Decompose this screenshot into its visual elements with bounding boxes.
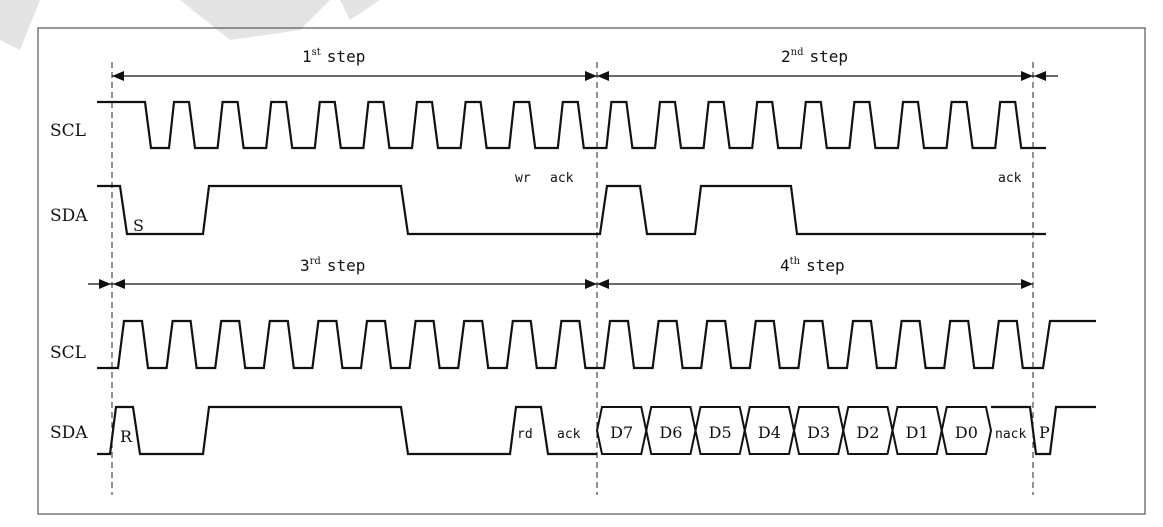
data-bit-label: D5 xyxy=(709,423,732,442)
ack-label-step2: ack xyxy=(998,171,1022,186)
restart-condition-label: R xyxy=(120,427,133,446)
bottom-scl-label: SCL xyxy=(50,343,86,363)
data-bit-label: D3 xyxy=(807,423,830,442)
ack-label-step1: ack xyxy=(550,171,574,186)
data-bit-label: D7 xyxy=(610,423,633,442)
read-bit-label: rd xyxy=(517,427,533,442)
watermark-shape xyxy=(0,0,40,50)
data-bit-label: D2 xyxy=(856,423,879,442)
diagram-frame xyxy=(37,27,1146,515)
start-condition-label: S xyxy=(133,216,144,235)
bottom-sda-label: SDA xyxy=(50,423,88,443)
top-sda-label: SDA xyxy=(50,206,88,226)
bottom-scl-waveform xyxy=(97,319,1096,370)
top-scl-waveform xyxy=(97,100,1046,150)
write-bit-label: wr xyxy=(515,171,531,186)
top-scl-label: SCL xyxy=(50,121,86,141)
step-1-arrow xyxy=(112,71,597,81)
nack-label: nack xyxy=(995,427,1026,442)
stop-condition-label: P xyxy=(1039,423,1050,442)
top-sda-waveform xyxy=(97,184,1046,236)
bottom-sda-waveform xyxy=(97,405,1096,456)
ack-label-step3: ack xyxy=(557,427,581,442)
step-3-arrow xyxy=(88,279,597,289)
data-bits: D7 D6 D5 D4 D3 D2 D1 D0 xyxy=(595,406,993,455)
data-bit-label: D6 xyxy=(659,423,682,442)
watermark-shape xyxy=(340,0,380,20)
step-2-arrow xyxy=(597,71,1058,81)
step-4-arrow xyxy=(597,279,1033,289)
data-bit-label: D1 xyxy=(906,423,929,442)
data-bit-label: D4 xyxy=(758,423,781,442)
data-bit-cell xyxy=(940,406,993,455)
watermark-shape xyxy=(180,0,330,40)
data-bit-label: D0 xyxy=(955,423,978,442)
